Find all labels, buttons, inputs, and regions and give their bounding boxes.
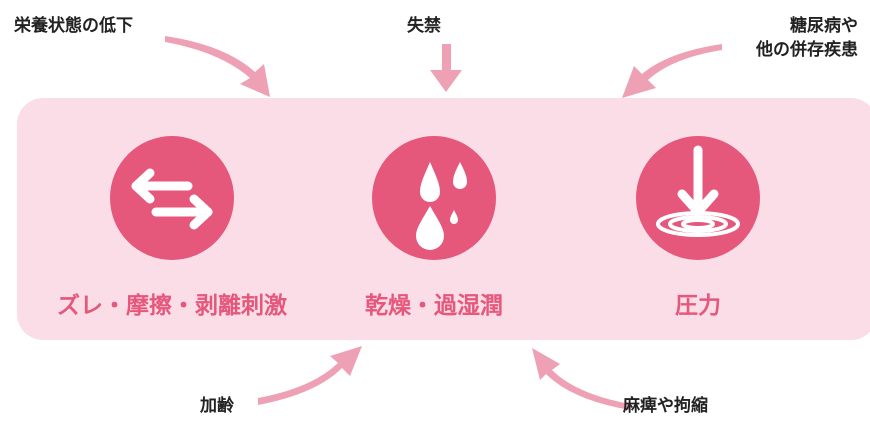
cause-label-moisture: 乾燥・過湿潤 (365, 293, 503, 319)
cause-label-pressure: 圧力 (675, 293, 721, 319)
pressure-circle (636, 136, 760, 260)
bidirectional-arrow-icon (131, 168, 213, 230)
arrow-bottom-right (532, 348, 630, 410)
factor-comorbidity-line1: 糖尿病や (790, 16, 858, 36)
factor-comorbidity-line2: 他の併存疾患 (756, 40, 858, 60)
factor-malnutrition: 栄養状態の低下 (14, 16, 133, 36)
factor-paralysis-contracture: 麻痺や拘縮 (623, 396, 708, 416)
arrow-top-right (622, 44, 722, 98)
shear-friction-circle (110, 136, 234, 260)
arrow-bottom-left (258, 346, 362, 405)
factor-aging: 加齢 (200, 396, 234, 416)
moisture-circle (372, 136, 496, 260)
factor-comorbidity: 糖尿病や 他の併存疾患 (756, 14, 858, 62)
arrow-top-center (430, 44, 462, 92)
pressure-down-arrow-icon (656, 145, 740, 237)
arrow-top-left (165, 36, 270, 97)
cause-label-shear: ズレ・摩擦・剥離刺激 (57, 293, 287, 319)
water-drops-icon (416, 162, 467, 250)
factor-incontinence: 失禁 (407, 16, 441, 36)
